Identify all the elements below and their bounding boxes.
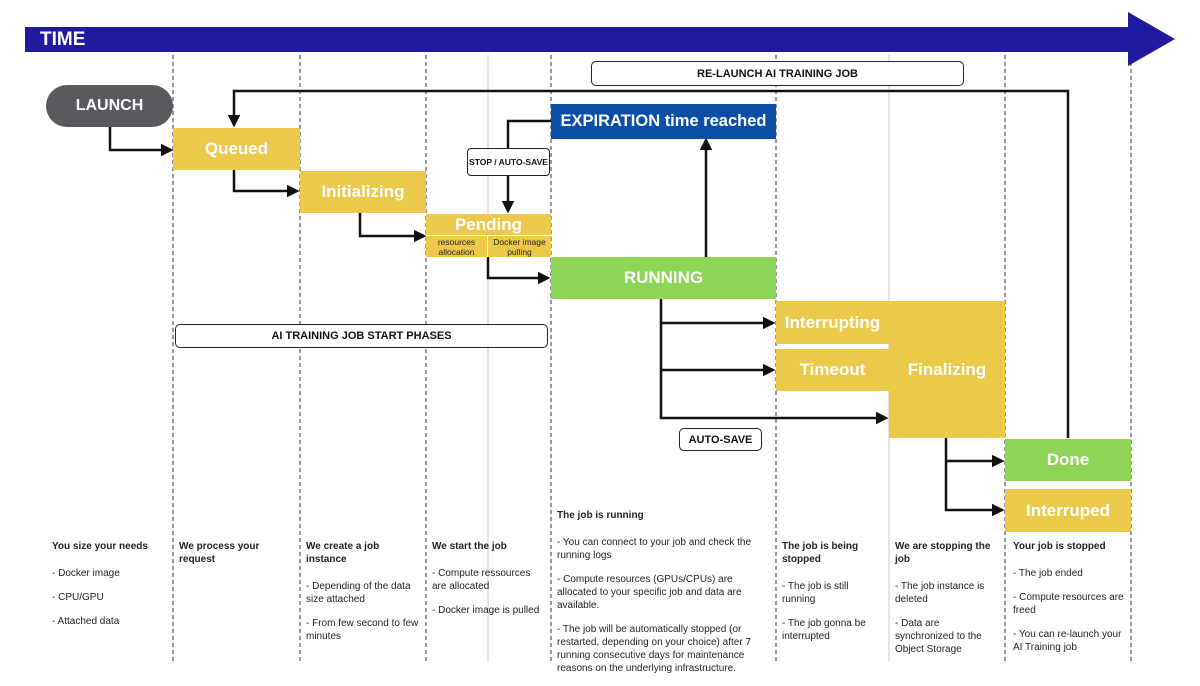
column-3: We create a job instance - Depending of … (306, 540, 421, 654)
column-heading: We process your request (179, 541, 260, 565)
stop-autosave-label: STOP / AUTO-SAVE (467, 148, 550, 176)
column-item: - The job gonna be interrupted (782, 618, 866, 642)
column-heading: We create a job instance (306, 541, 380, 565)
timeline-label: TIME (40, 29, 86, 50)
state-interrupted: Interruped (1005, 489, 1131, 532)
column-item: - Docker image is pulled (432, 605, 540, 616)
column-item: - You can connect to your job and check … (557, 537, 752, 561)
column-5: The job is running - You can connect to … (557, 509, 769, 686)
column-item: - Depending of the data size attached (306, 581, 411, 605)
state-running: RUNNING (551, 257, 776, 299)
column-item: - Docker image (52, 568, 120, 579)
column-4: We start the job - Compute ressources ar… (432, 540, 547, 628)
column-item: - CPU/GPU (52, 592, 104, 603)
column-item: - Compute resources are freed (1013, 592, 1124, 616)
launch-node[interactable]: LAUNCH (46, 85, 173, 127)
expiration-node: EXPIRATION time reached (551, 104, 776, 139)
column-item: - The job is still running (782, 581, 849, 605)
column-item: - Compute resources (GPUs/CPUs) are allo… (557, 574, 742, 611)
column-8: Your job is stopped - The job ended - Co… (1013, 540, 1127, 665)
state-finalizing: Finalizing (889, 301, 1005, 438)
autosave-label: AUTO-SAVE (679, 428, 762, 451)
column-heading: Your job is stopped (1013, 541, 1106, 552)
column-item: - Attached data (52, 616, 120, 627)
column-2: We process your request (179, 540, 294, 580)
pending-sub-docker: Docker image pulling (488, 235, 551, 257)
column-item: - You can re-launch your AI Training job (1013, 629, 1122, 653)
column-heading: We start the job (432, 541, 507, 552)
timeline-arrow (25, 12, 1175, 66)
state-done: Done (1005, 439, 1131, 481)
column-item: - The job ended (1013, 568, 1083, 579)
state-initializing: Initializing (300, 171, 426, 213)
start-phases-label: AI TRAINING JOB START PHASES (175, 324, 548, 348)
column-item: - Data are synchronized to the Object St… (895, 618, 982, 655)
column-item: - Compute ressources are allocated (432, 568, 531, 592)
column-7: We are stopping the job - The job instan… (895, 540, 1001, 667)
pending-sub-resources: resources allocation (426, 235, 488, 257)
column-item: - The job instance is deleted (895, 581, 985, 605)
column-6: The job is being stopped - The job is st… (782, 540, 884, 654)
column-heading: The job is being stopped (782, 541, 859, 565)
state-pending: Pending (426, 214, 551, 235)
state-timeout: Timeout (776, 349, 889, 391)
state-interrupting: Interrupting (776, 301, 889, 344)
column-item: - From few second to few minutes (306, 618, 419, 642)
column-item: - The job will be automatically stopped … (557, 624, 752, 674)
relaunch-label: RE-LAUNCH AI TRAINING JOB (591, 61, 964, 86)
column-heading: We are stopping the job (895, 541, 991, 565)
state-queued: Queued (173, 128, 300, 170)
column-heading: You size your needs (52, 541, 148, 552)
column-heading: The job is running (557, 510, 644, 521)
flow-connectors (108, 89, 1070, 517)
column-1: You size your needs - Docker image - CPU… (52, 540, 167, 639)
